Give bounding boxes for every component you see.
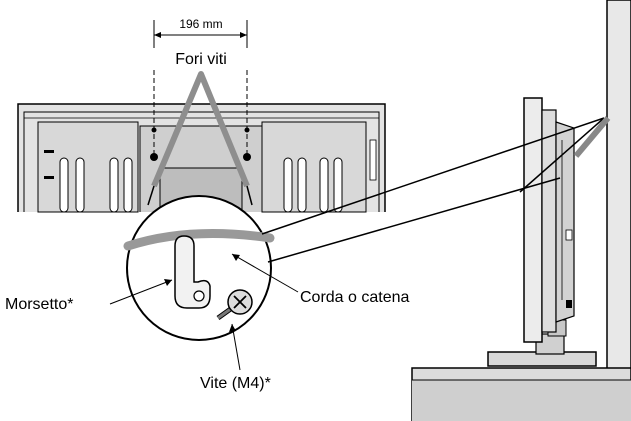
callouts: Morsetto* Corda o catena Vite (M4)* (5, 253, 410, 392)
wall (606, 0, 631, 421)
dimension-annotation: 196 mm (153, 17, 248, 155)
clamp-label: Morsetto* (5, 296, 73, 313)
tether-lines (261, 116, 611, 263)
cord-loop (151, 71, 250, 188)
monitor-side-view (411, 0, 631, 421)
dimension-label: 196 mm (179, 17, 222, 31)
cord-label: Corda o catena (300, 289, 410, 306)
magnified-detail (123, 185, 275, 341)
screw-holes-label: Fori viti (175, 51, 227, 68)
screw-label: Vite (M4)* (200, 375, 271, 392)
screw-hole-right (243, 153, 251, 161)
screw-icon (216, 289, 253, 321)
clamp-icon (174, 235, 211, 309)
screw-hole-left (150, 153, 158, 161)
